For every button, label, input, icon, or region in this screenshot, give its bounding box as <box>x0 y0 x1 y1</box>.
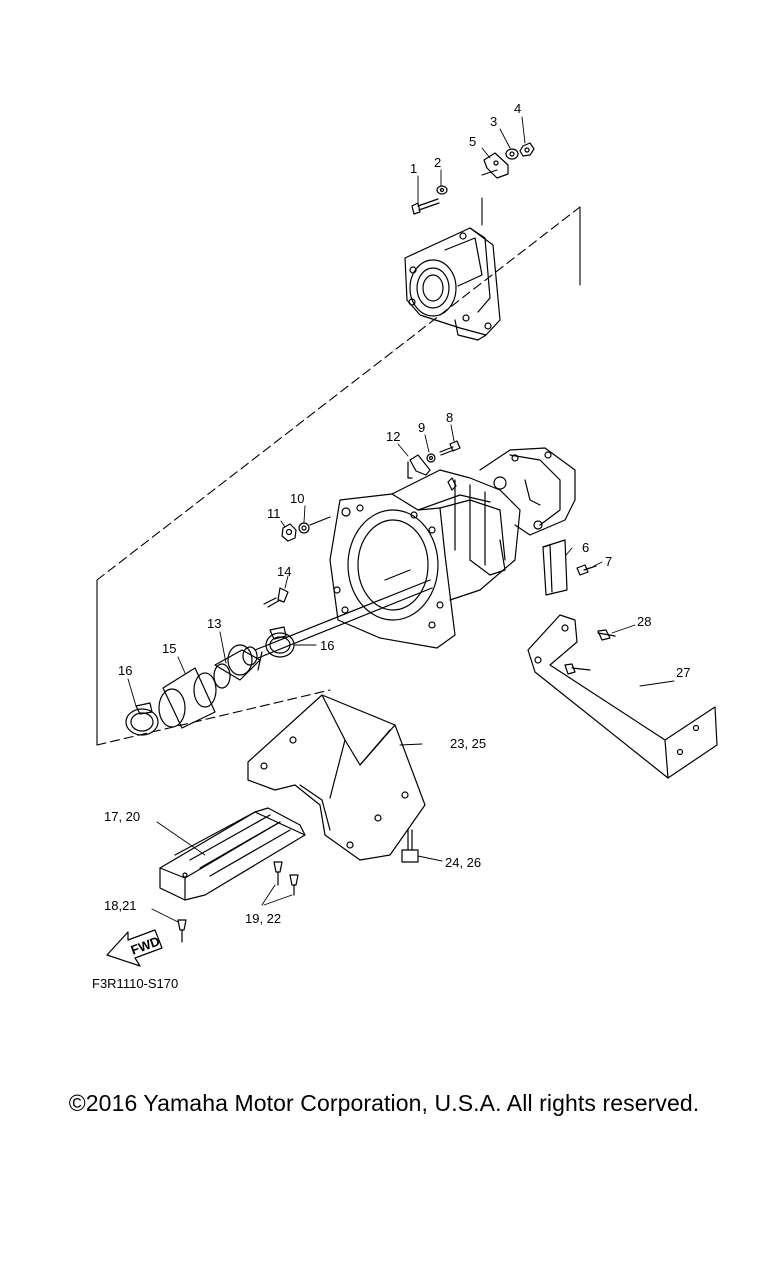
fasteners-middle <box>407 440 461 479</box>
clamp-16-right <box>265 626 295 658</box>
callout-16-right: 16 <box>320 638 334 653</box>
bracket-27 <box>527 614 718 779</box>
assembly-frame <box>96 169 581 746</box>
bolt-24 <box>401 829 419 863</box>
callout-9: 9 <box>418 420 425 435</box>
callout-8: 8 <box>446 410 453 425</box>
fwd-arrow: FWD <box>106 929 163 967</box>
callout-6: 6 <box>582 540 589 555</box>
clamp-16-left <box>125 702 159 736</box>
callout-23-25: 23, 25 <box>450 736 486 751</box>
callout-3: 3 <box>490 114 497 129</box>
callout-13: 13 <box>207 616 221 631</box>
ride-plate-17 <box>159 807 306 901</box>
coupler-13 <box>213 644 263 689</box>
callout-4: 4 <box>514 101 521 116</box>
callout-28: 28 <box>637 614 651 629</box>
callout-14: 14 <box>277 564 291 579</box>
callout-1: 1 <box>410 161 417 176</box>
callout-16-left: 16 <box>118 663 132 678</box>
callout-2: 2 <box>434 155 441 170</box>
callout-10: 10 <box>290 491 304 506</box>
screw-14 <box>263 587 289 608</box>
callout-15: 15 <box>162 641 176 656</box>
drive-shaft <box>254 569 433 659</box>
screw-18 <box>177 919 187 943</box>
jet-pump-housing <box>329 447 576 649</box>
figure-code: F3R1110-S170 <box>92 976 179 991</box>
intake-grate-23 <box>247 694 426 861</box>
bearing-housing <box>404 227 501 341</box>
cover-6 <box>542 539 597 596</box>
fasteners-top <box>411 142 535 215</box>
callout-19-22: 19, 22 <box>245 911 281 926</box>
callout-17-20: 17, 20 <box>104 809 140 824</box>
callout-5: 5 <box>469 134 476 149</box>
callout-27: 27 <box>676 665 690 680</box>
fasteners-left <box>281 516 331 542</box>
leader-lines <box>127 116 675 923</box>
copyright-notice: ©2016 Yamaha Motor Corporation, U.S.A. A… <box>68 1090 700 1116</box>
callout-labels: 1 2 3 4 5 6 7 8 9 10 11 12 13 14 15 16 1… <box>104 101 690 926</box>
callout-18-21: 18,21 <box>104 898 137 913</box>
callout-7: 7 <box>605 554 612 569</box>
hose-15 <box>158 667 217 729</box>
callout-12: 12 <box>386 429 400 444</box>
screws-19 <box>273 861 299 896</box>
callout-11: 11 <box>267 506 281 521</box>
callout-24-26: 24, 26 <box>445 855 481 870</box>
